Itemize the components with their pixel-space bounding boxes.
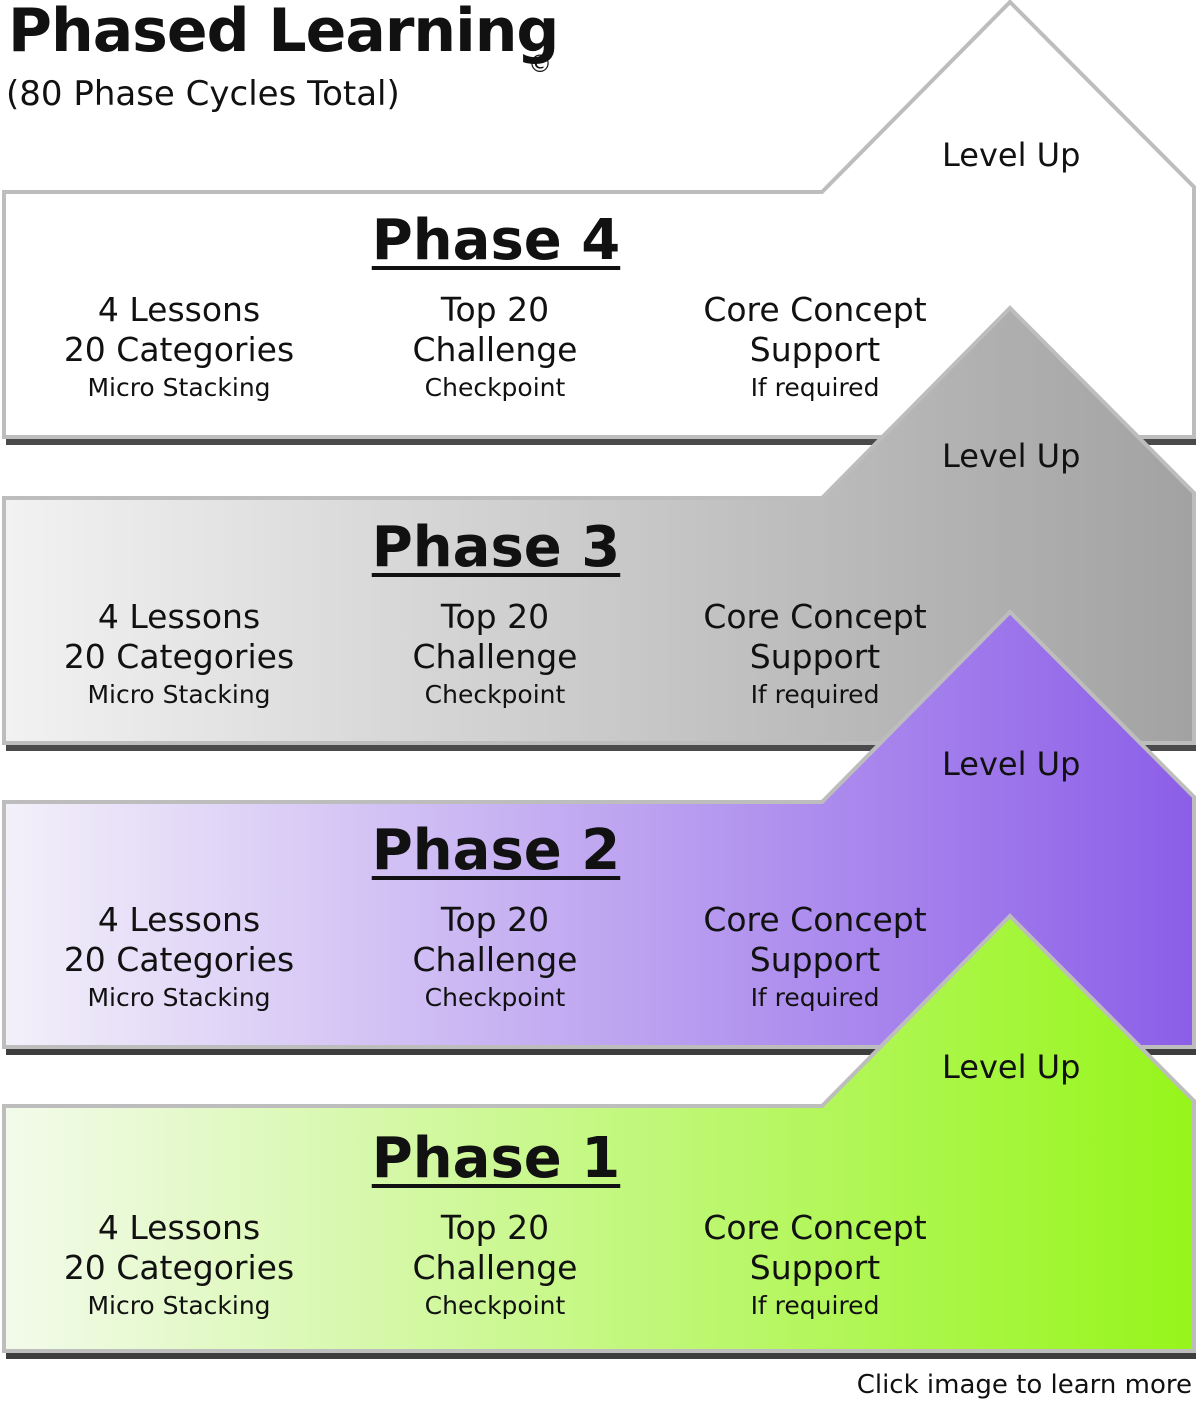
phase-band — [2, 913, 1196, 1353]
phase-2-lessons: 4 Lessons 20 Categories Micro Stacking — [14, 900, 344, 1016]
phase-1-support: Core Concept Support If required — [650, 1208, 980, 1324]
if-required-label: If required — [750, 373, 880, 402]
support-label: Support — [749, 637, 881, 676]
top-20-label: Top 20 — [440, 597, 550, 636]
lessons-count: 4 Lessons — [97, 900, 261, 939]
challenge-label: Challenge — [412, 940, 578, 979]
phase-3-title: Phase 3 — [371, 515, 621, 580]
checkpoint-label: Checkpoint — [424, 373, 566, 402]
phase-4-title: Phase 4 — [371, 208, 621, 273]
if-required-label: If required — [750, 1291, 880, 1320]
phase-3-level-up: Level Up — [942, 437, 1081, 475]
challenge-label: Challenge — [412, 1248, 578, 1287]
phase-4-support: Core Concept Support If required — [650, 290, 980, 406]
phase-band — [2, 609, 1196, 1049]
lessons-count: 4 Lessons — [97, 1208, 261, 1247]
micro-stacking-label: Micro Stacking — [87, 373, 271, 402]
phase-1-level-up: Level Up — [942, 1048, 1081, 1086]
top-20-label: Top 20 — [440, 900, 550, 939]
phase-2-challenge: Top 20 Challenge Checkpoint — [330, 900, 660, 1016]
phase-band — [2, 0, 1196, 439]
if-required-label: If required — [750, 983, 880, 1012]
lessons-count: 4 Lessons — [97, 597, 261, 636]
checkpoint-label: Checkpoint — [424, 1291, 566, 1320]
support-label: Support — [749, 330, 881, 369]
phase-4-challenge: Top 20 Challenge Checkpoint — [330, 290, 660, 406]
top-20-label: Top 20 — [440, 1208, 550, 1247]
page-title: Phased Learning — [8, 0, 559, 66]
if-required-label: If required — [750, 680, 880, 709]
lessons-count: 4 Lessons — [97, 290, 261, 329]
phase-4-level-up: Level Up — [942, 136, 1081, 174]
page-subtitle: (80 Phase Cycles Total) — [6, 74, 400, 114]
micro-stacking-label: Micro Stacking — [87, 1291, 271, 1320]
categories-count: 20 Categories — [63, 330, 295, 369]
support-label: Support — [749, 940, 881, 979]
phase-band — [2, 305, 1196, 745]
categories-count: 20 Categories — [63, 940, 295, 979]
phase-1-challenge: Top 20 Challenge Checkpoint — [330, 1208, 660, 1324]
core-concept-label: Core Concept — [703, 900, 927, 939]
checkpoint-label: Checkpoint — [424, 983, 566, 1012]
top-20-label: Top 20 — [440, 290, 550, 329]
challenge-label: Challenge — [412, 330, 578, 369]
learn-more-link[interactable]: Click image to learn more — [856, 1370, 1192, 1400]
phase-3-support: Core Concept Support If required — [650, 597, 980, 713]
categories-count: 20 Categories — [63, 637, 295, 676]
support-label: Support — [749, 1248, 881, 1287]
core-concept-label: Core Concept — [703, 290, 927, 329]
phase-2-title: Phase 2 — [371, 818, 621, 883]
phase-2-support: Core Concept Support If required — [650, 900, 980, 1016]
micro-stacking-label: Micro Stacking — [87, 983, 271, 1012]
phase-4-lessons: 4 Lessons 20 Categories Micro Stacking — [14, 290, 344, 406]
phase-3-lessons: 4 Lessons 20 Categories Micro Stacking — [14, 597, 344, 713]
categories-count: 20 Categories — [63, 1248, 295, 1287]
checkpoint-label: Checkpoint — [424, 680, 566, 709]
core-concept-label: Core Concept — [703, 1208, 927, 1247]
phase-3-challenge: Top 20 Challenge Checkpoint — [330, 597, 660, 713]
micro-stacking-label: Micro Stacking — [87, 680, 271, 709]
core-concept-label: Core Concept — [703, 597, 927, 636]
phase-1-lessons: 4 Lessons 20 Categories Micro Stacking — [14, 1208, 344, 1324]
phase-2-level-up: Level Up — [942, 745, 1081, 783]
copyright-mark: © — [528, 50, 552, 78]
challenge-label: Challenge — [412, 637, 578, 676]
phase-1-title: Phase 1 — [371, 1126, 621, 1191]
